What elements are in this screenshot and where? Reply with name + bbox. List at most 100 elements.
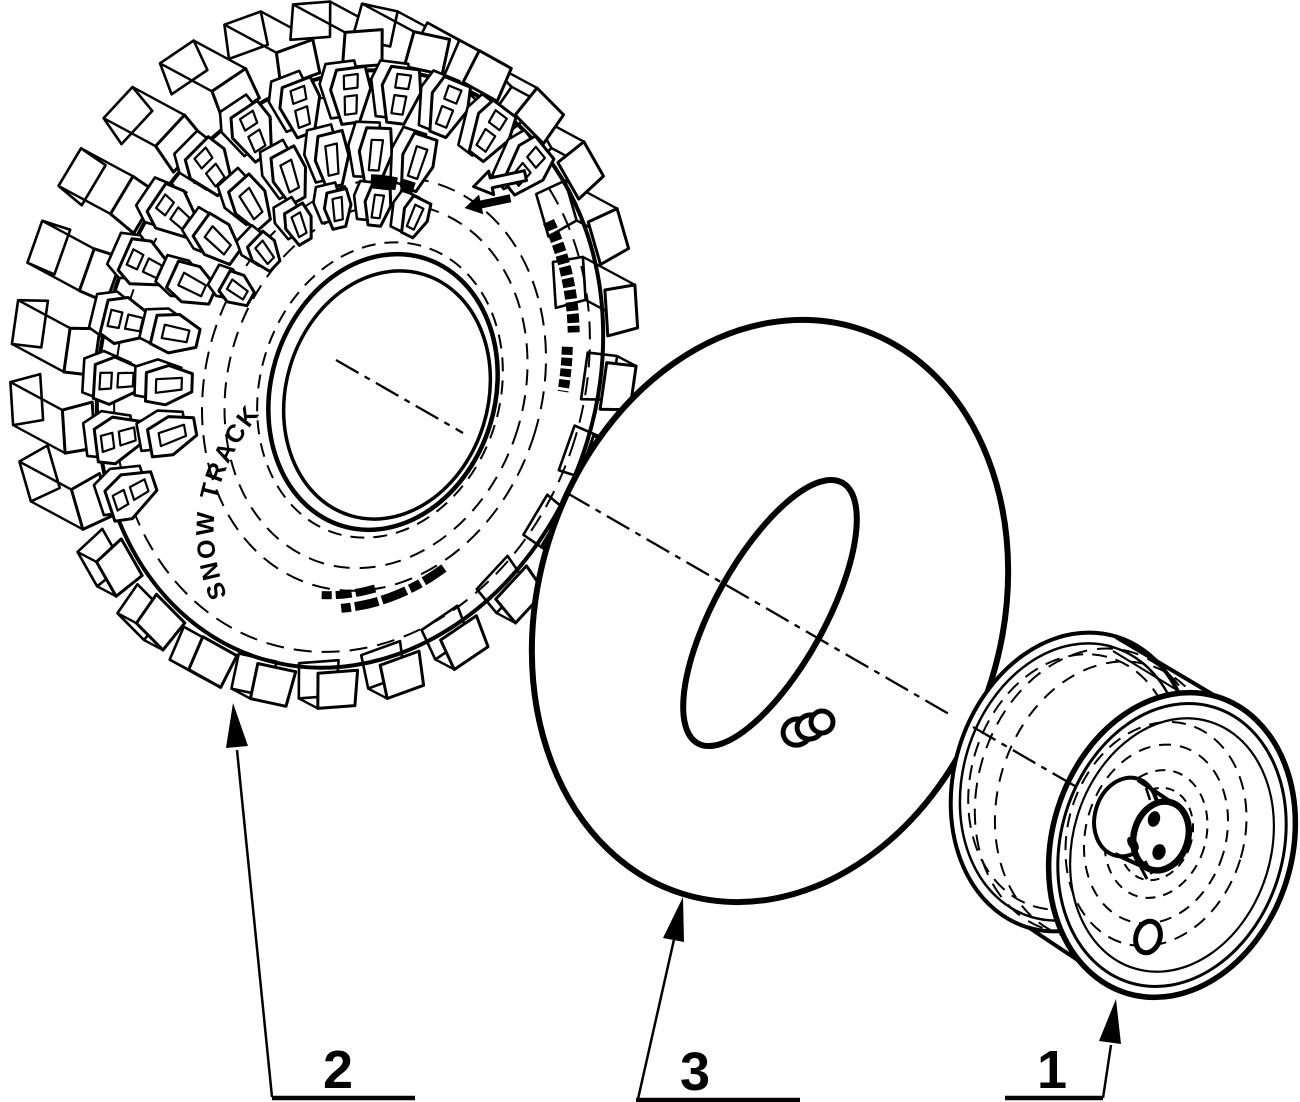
tread-block-edge	[434, 658, 455, 671]
tread-block-edge	[367, 687, 388, 700]
tread-lug-groove	[443, 84, 463, 105]
tread-lug-groove	[160, 323, 191, 344]
tread-lug-groove	[106, 308, 124, 330]
tread-block	[513, 86, 566, 146]
hub-bolt-hole-top	[1147, 811, 1161, 827]
small-text-marking-illegible	[321, 584, 377, 600]
tire-tread-lugs	[81, 59, 556, 523]
tread-lug-groove	[116, 371, 135, 389]
tread-block	[556, 140, 605, 201]
small-text-marking-illegible	[340, 564, 447, 613]
callout-tire: 2	[226, 703, 415, 1101]
brand-marking-illegible	[370, 174, 416, 196]
tread-block-edge	[223, 23, 277, 54]
tread-lug-groove	[370, 193, 386, 220]
tread-block	[187, 635, 239, 689]
tire-dashed-ring	[223, 202, 529, 570]
rim-front-flange-lip	[1056, 702, 1288, 988]
callout-1-number: 1	[1037, 1040, 1067, 1100]
tread-block	[439, 614, 490, 671]
tread-lug-groove	[343, 94, 358, 116]
tread-block	[402, 30, 452, 76]
tread-lug-groove	[177, 271, 208, 298]
tread-lug-groove	[434, 104, 455, 129]
tire-rotation-arrow-outline-icon	[472, 169, 528, 197]
tread-lug-groove	[390, 93, 408, 116]
tread-lug-groove	[125, 248, 145, 271]
tread-block-edge	[30, 500, 84, 531]
tread-block-edge	[193, 39, 247, 70]
centerline-segment	[566, 492, 950, 715]
tread-lug	[148, 313, 202, 355]
tire-sidewall-text: SNOW TRACK	[191, 399, 265, 603]
tread-block-edge	[298, 697, 319, 710]
tread-block-edge	[230, 687, 251, 700]
tread-block-edge	[76, 550, 98, 564]
rim-hub	[1092, 775, 1193, 880]
tread-block-edge	[96, 585, 117, 598]
tread-block-edge	[361, 2, 415, 33]
tire-dashed-ring	[256, 241, 504, 539]
tread-lug	[246, 229, 282, 273]
assembly-centerline	[335, 359, 1081, 790]
tread-lug-groove	[247, 128, 267, 154]
hub-key-line	[1137, 863, 1149, 880]
tread-lug-groove	[342, 72, 359, 91]
tread-lug-groove	[324, 142, 340, 177]
callout-2-number: 2	[323, 1040, 353, 1100]
centerline-segment	[335, 359, 464, 434]
tire-bead-outer	[266, 251, 500, 533]
tread-lug-groove	[193, 146, 214, 170]
tread-block	[603, 283, 640, 338]
tread-block	[134, 592, 187, 652]
callouts: 2 3 1	[226, 703, 1121, 1102]
tread-block-edge	[17, 299, 71, 330]
rim-face-dashed-ring	[1064, 720, 1248, 948]
tread-block-back	[102, 85, 154, 146]
tread-block	[95, 537, 144, 598]
tread-lug-groove	[238, 109, 259, 132]
tire-rotation-arrow-solid-icon	[464, 194, 512, 215]
callout-rim: 1	[1005, 999, 1121, 1101]
tread-lug	[322, 187, 353, 231]
callout-3-leader	[636, 934, 677, 1100]
tread-block	[378, 649, 426, 700]
tread-block-edge	[582, 255, 636, 286]
tread-lug-groove	[394, 72, 413, 91]
tread-lug-groove	[98, 371, 114, 391]
tread-block-edge	[57, 184, 112, 215]
tread-lug-groove	[526, 145, 547, 169]
tire: SNOW TRACK	[9, 0, 640, 710]
tread-lug	[313, 128, 351, 190]
rim-front-bead-seat	[1068, 717, 1276, 973]
tread-lug-groove	[331, 195, 344, 223]
hub-bolt-hole-bottom	[1152, 844, 1166, 860]
tread-block-edge	[41, 219, 95, 250]
tread-block-edge	[9, 381, 63, 412]
tread-block-edge	[426, 21, 480, 52]
tread-lug-groove	[117, 426, 137, 447]
tread-block-back	[9, 372, 45, 427]
tread-lug-groove	[406, 145, 429, 180]
callout-1-leader	[1101, 1044, 1113, 1099]
tread-block	[461, 49, 513, 103]
tread-block-edge	[18, 460, 72, 491]
tread-lug-groove	[111, 488, 130, 512]
tread-lug	[363, 185, 393, 228]
tube-center-hole	[680, 476, 860, 750]
rim	[948, 630, 1299, 1001]
size-marking-illegible	[557, 346, 573, 393]
callout-2-arrowhead-icon	[226, 703, 248, 748]
tread-block	[316, 668, 360, 710]
tread-lug-groove	[238, 186, 264, 221]
hub-key-slot	[1127, 836, 1139, 852]
rim-barrel-top-edge	[1114, 635, 1219, 699]
tread-block-edge	[116, 612, 137, 625]
tread-lug-groove	[279, 158, 301, 194]
tread-lug-groove	[157, 423, 188, 448]
hub-key-line	[1143, 860, 1154, 875]
tread-lug-groove	[294, 105, 312, 130]
callout-1-arrowhead-icon	[1099, 999, 1121, 1044]
tread-block	[586, 207, 631, 266]
tread-lug-groove	[254, 239, 276, 266]
